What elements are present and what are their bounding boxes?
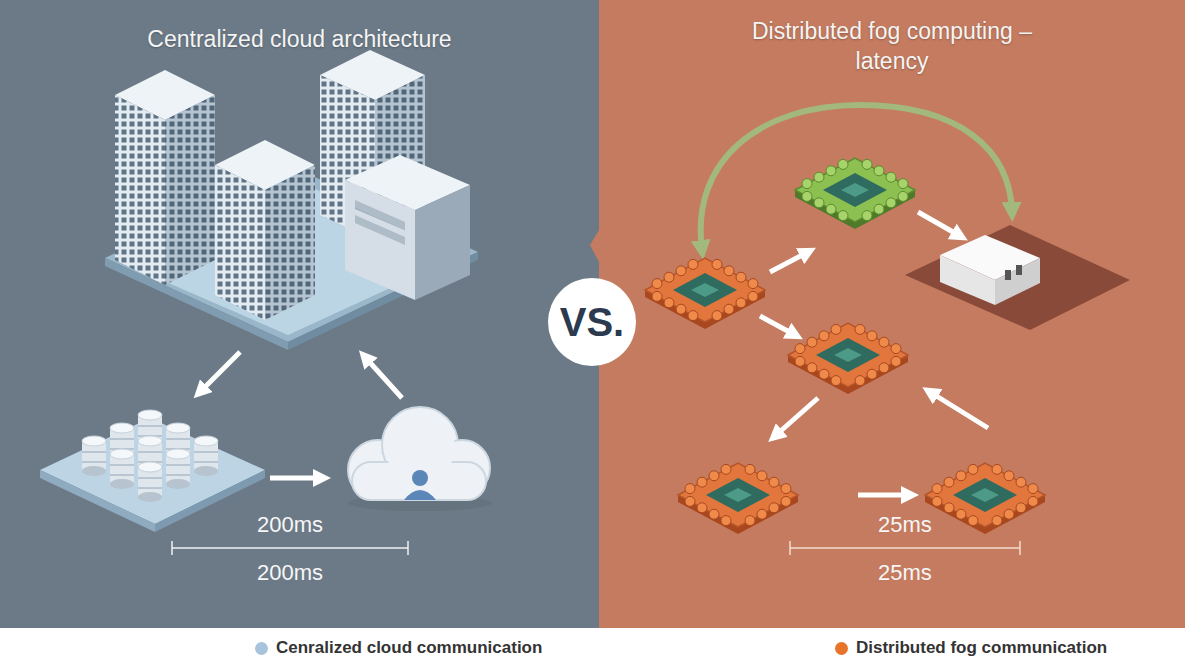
latency-value: 25ms — [878, 512, 932, 538]
fog-network — [645, 105, 1130, 534]
latency-value: 200ms — [257, 560, 323, 586]
vs-circle: VS. — [547, 277, 637, 367]
fog-panel-ground — [599, 0, 1185, 628]
latency-value: 25ms — [878, 560, 932, 586]
panel-title: Centralized cloud architecture — [0, 24, 599, 54]
dimension-bracket — [172, 541, 408, 555]
legend-text: Cenralized cloud communication — [276, 638, 542, 658]
legend-item: Distributed fog communication — [835, 638, 1107, 658]
vs-label-run: VS. — [560, 300, 624, 345]
vs-circle-outline — [548, 278, 636, 366]
vs-label: VS. — [547, 277, 637, 367]
dimension-bracket — [790, 541, 1020, 555]
storage-cluster — [40, 410, 265, 532]
latency-value: 200ms — [257, 512, 323, 538]
legend-swatch — [255, 642, 268, 655]
legend-text: Distributed fog communication — [856, 638, 1107, 658]
cloud-icon — [348, 407, 492, 511]
panel-title: Distributed fog computing – latency — [749, 16, 1035, 76]
divider-notch — [590, 230, 599, 262]
server-cluster — [105, 50, 478, 350]
cloud-panel-ground — [0, 0, 599, 628]
flow-arrows — [200, 352, 402, 478]
legend-item: Cenralized cloud communication — [255, 638, 542, 658]
legend-swatch — [835, 642, 848, 655]
